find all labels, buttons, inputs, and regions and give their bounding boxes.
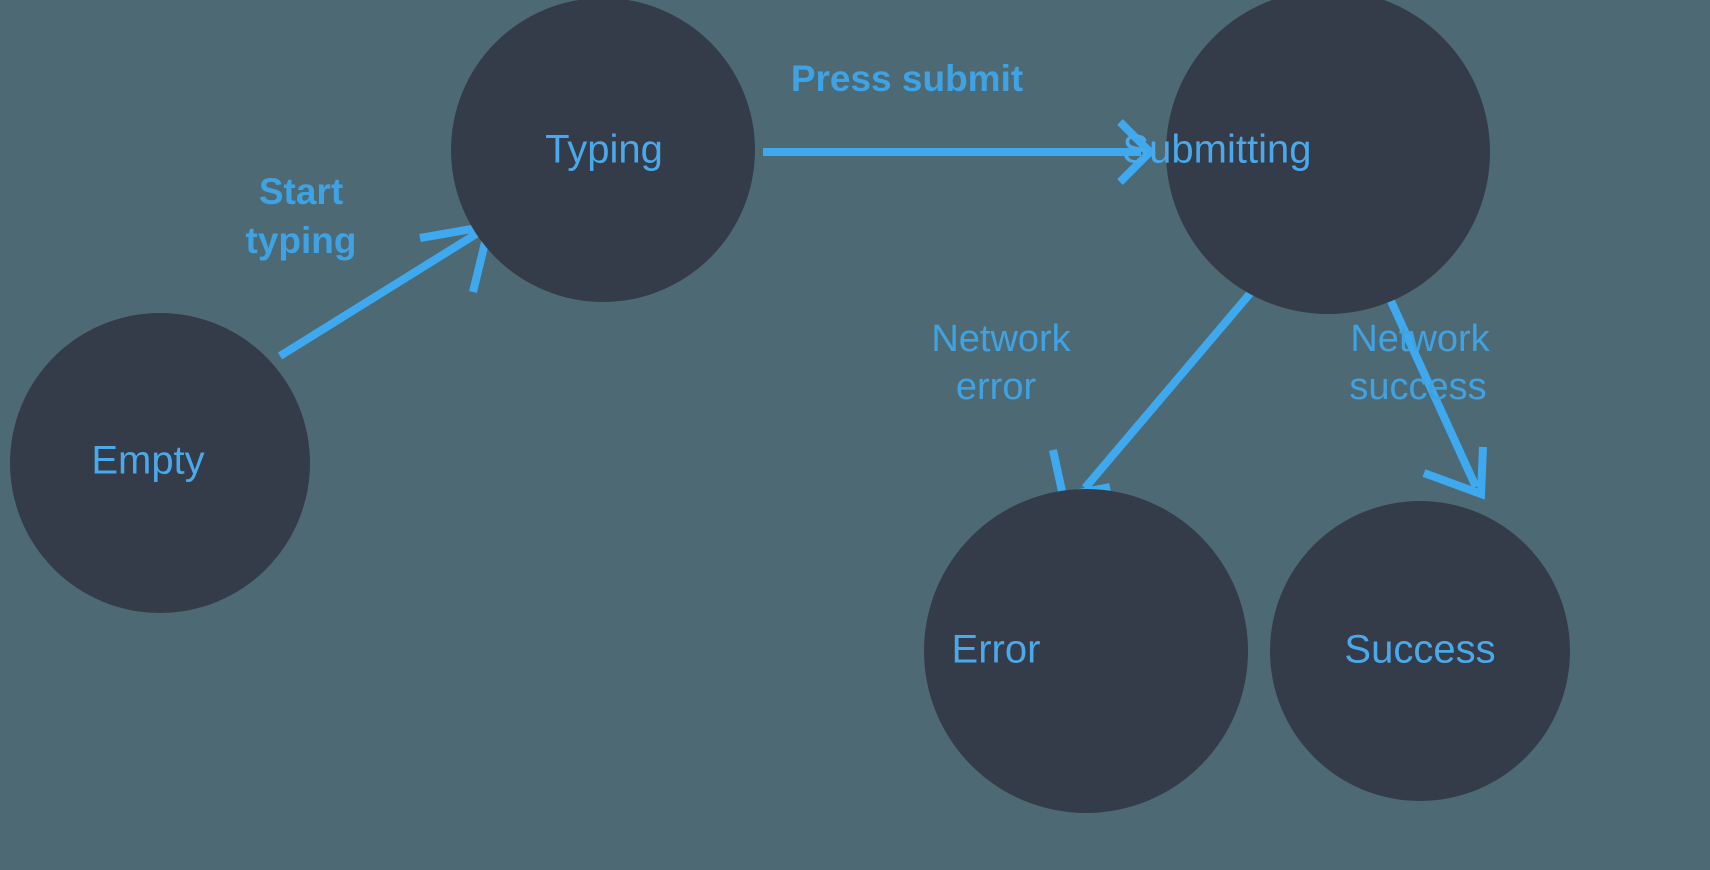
edge-line-empty-to-typing xyxy=(277,222,492,360)
node-submitting-circle[interactable] xyxy=(1166,0,1490,314)
node-typing-label: Typing xyxy=(545,128,663,172)
node-typing[interactable]: Typing xyxy=(451,0,755,302)
node-success[interactable]: Success xyxy=(1270,501,1570,801)
edge-label-empty-to-typing-line1: Start xyxy=(259,171,343,212)
node-empty[interactable]: Empty xyxy=(10,313,310,613)
node-error-circle[interactable] xyxy=(924,489,1248,813)
edge-label-submitting-to-error-line2: error xyxy=(956,366,1037,408)
node-submitting[interactable]: Submitting xyxy=(1123,0,1490,314)
edge-arrowhead-typing-to-submitting xyxy=(1117,119,1156,185)
edge-arrowhead-submitting-to-success xyxy=(1422,446,1487,500)
node-empty-label: Empty xyxy=(91,439,204,483)
edge-label-submitting-to-success: Network success xyxy=(1349,318,1490,408)
node-success-label: Success xyxy=(1344,628,1495,672)
edge-submitting-to-success xyxy=(1381,286,1487,500)
edge-label-empty-to-typing-line2: typing xyxy=(246,220,357,261)
edge-label-typing-to-submitting: Press submit xyxy=(791,58,1023,99)
edge-line-submitting-to-success xyxy=(1381,286,1480,489)
edge-label-submitting-to-success-line1: Network xyxy=(1350,318,1490,360)
edge-line-submitting-to-error xyxy=(1081,287,1257,491)
edge-label-empty-to-typing: Start typing xyxy=(246,171,357,261)
edge-submitting-to-error xyxy=(1049,287,1257,501)
edge-typing-to-submitting xyxy=(763,119,1156,185)
edge-label-typing-to-submitting-line1: Press submit xyxy=(791,58,1023,99)
node-typing-circle[interactable] xyxy=(451,0,755,302)
node-success-circle[interactable] xyxy=(1270,501,1570,801)
edge-label-submitting-to-error: Network error xyxy=(931,318,1071,408)
node-submitting-label: Submitting xyxy=(1123,128,1312,172)
node-error-label: Error xyxy=(952,628,1041,672)
edge-label-submitting-to-success-line2: success xyxy=(1349,366,1486,408)
edge-label-submitting-to-error-line1: Network xyxy=(931,318,1071,360)
node-error[interactable]: Error xyxy=(924,489,1248,813)
node-empty-circle[interactable] xyxy=(10,313,310,613)
